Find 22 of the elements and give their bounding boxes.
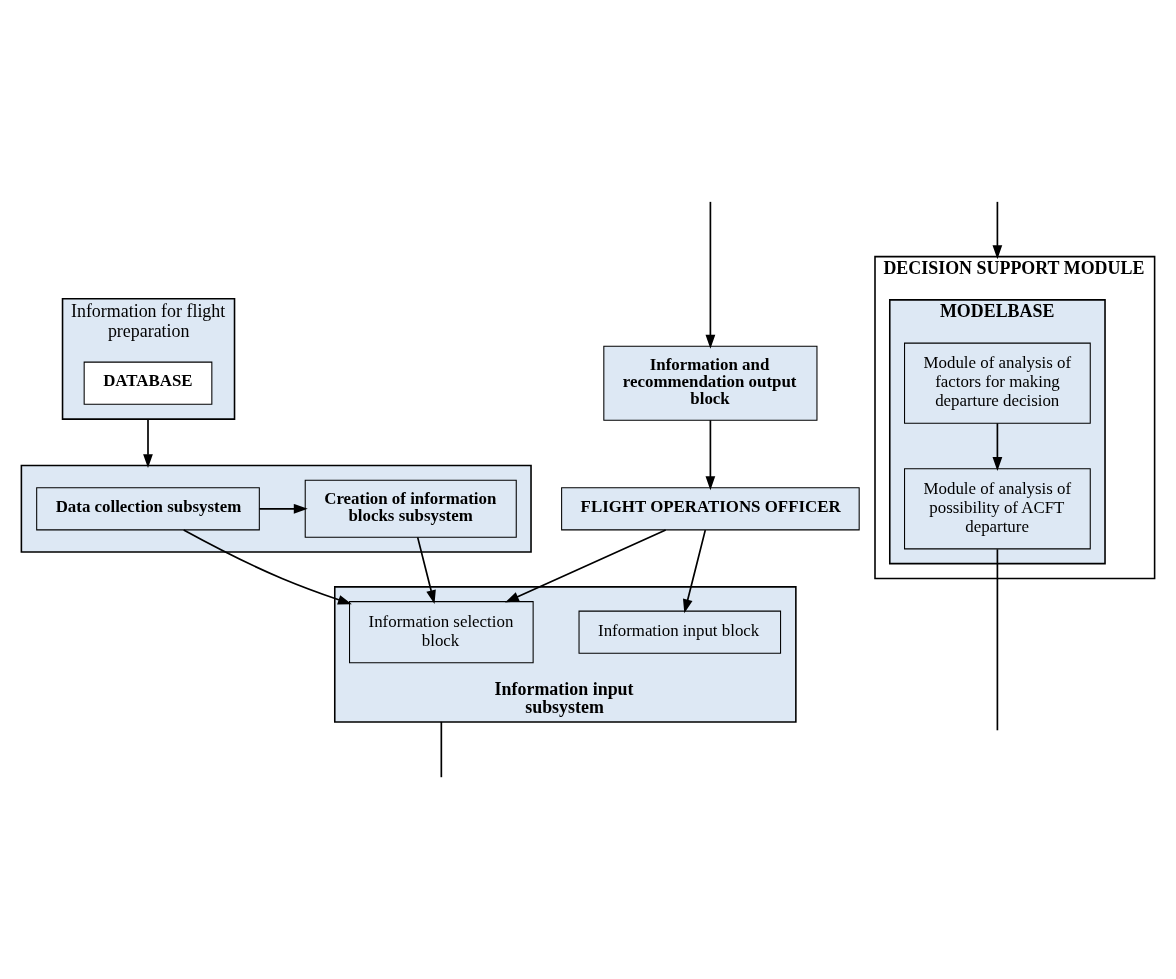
connector (996, 548, 999, 732)
arrow (705, 201, 716, 349)
cluster (20, 464, 532, 553)
connector (440, 721, 443, 779)
node-box: DATABASE (83, 361, 213, 405)
arrow (505, 529, 667, 603)
arrow (182, 529, 352, 605)
node-box: Creation of information blocks subsystem (304, 479, 517, 538)
node-box: Data collection subsystem (36, 487, 260, 531)
arrow (258, 503, 308, 514)
node-box: Module of analysis of factors for making departure decision (904, 342, 1091, 424)
arrow (683, 529, 707, 614)
node-box: Information selection block (349, 601, 534, 664)
node-box: Module of analysis of possibility of ACFT departure (904, 468, 1091, 550)
arrow (416, 536, 436, 605)
arrow (992, 201, 1003, 260)
node-box: Information and recommendation output block (603, 345, 818, 421)
arrow (143, 418, 153, 469)
node-box: FLIGHT OPERATIONS OFFICER (561, 487, 860, 531)
node-box: Information input block (578, 610, 782, 654)
arrow (992, 422, 1003, 472)
arrow (705, 419, 716, 491)
